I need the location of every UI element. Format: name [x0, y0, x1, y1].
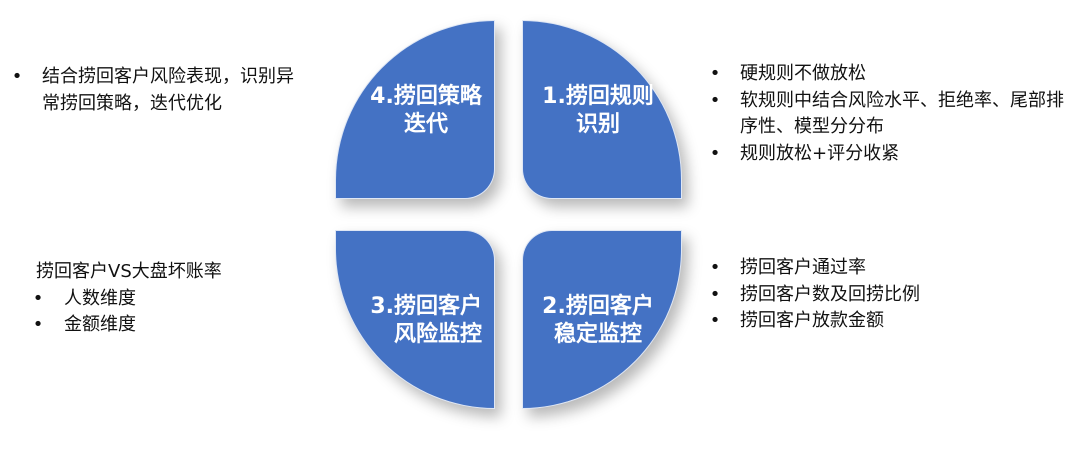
list-item: • 捞回客户放款金额 [705, 308, 1035, 335]
quadrant-label-line1: 2.捞回客户 [542, 294, 654, 319]
list-item-text: 捞回客户放款金额 [740, 310, 884, 331]
note-risk-monitoring: 捞回客户VS大盘坏账率 • 人数维度 • 金额维度 [33, 259, 336, 339]
bullet-icon: • [709, 63, 721, 84]
note-rule-identification: • 硬规则不做放松 • 软规则中结合风险水平、拒绝率、尾部排序性、模型分分布 •… [705, 61, 1075, 167]
list-item: • 金额维度 [33, 312, 336, 339]
list-item-text: 捞回客户数及回捞比例 [740, 283, 920, 305]
note-stability-monitoring: • 捞回客户通过率 • 捞回客户数及回捞比例 • 捞回客户放款金额 [705, 255, 1035, 335]
quadrant-label-line1: 3.捞回客户 [370, 294, 482, 319]
list-item-text: 捞回客户通过率 [740, 257, 866, 278]
note-strategy-iteration: • 结合捞回客户风险表现，识别异常捞回策略，迭代优化 [7, 64, 307, 117]
list-item-text: 硬规则不做放松 [740, 63, 866, 84]
quadrant-4-strategy-iteration: 4.捞回策略 迭代 [335, 20, 495, 199]
list-item-text: 软规则中结合风险水平、拒绝率、尾部排序性、模型分分布 [740, 89, 1064, 138]
quadrant-label: 3.捞回客户 风险监控 [342, 293, 482, 349]
list-item-text: 人数维度 [64, 287, 136, 309]
list-item: • 软规则中结合风险水平、拒绝率、尾部排序性、模型分分布 [705, 88, 1075, 141]
quadrant-label-line1: 4.捞回策略 [370, 84, 482, 109]
list-item: • 捞回客户通过率 [705, 255, 1035, 282]
quadrant-label-line2: 识别 [575, 112, 620, 137]
bullet-icon: • [32, 314, 44, 335]
bullet-icon: • [32, 287, 44, 309]
quadrant-2-stability-monitoring: 2.捞回客户 稳定监控 [522, 230, 682, 409]
quadrant-label-line2: 迭代 [403, 112, 448, 137]
list-item-text: 金额维度 [64, 314, 136, 335]
list-item-text: 规则放松+评分收紧 [740, 142, 900, 164]
list-item: • 结合捞回客户风险表现，识别异常捞回策略，迭代优化 [7, 64, 307, 117]
quadrant-label-line1: 1.捞回规则 [542, 84, 654, 109]
bullet-list: • 硬规则不做放松 • 软规则中结合风险水平、拒绝率、尾部排序性、模型分分布 •… [705, 61, 1075, 167]
quadrant-label: 4.捞回策略 迭代 [356, 83, 496, 139]
note-heading: 捞回客户VS大盘坏账率 [36, 261, 222, 282]
bullet-icon: • [709, 89, 721, 111]
list-item: • 人数维度 [33, 286, 336, 313]
quadrant-3-risk-monitoring: 3.捞回客户 风险监控 [335, 230, 495, 409]
list-item-text: 结合捞回客户风险表现，识别异常捞回策略，迭代优化 [42, 66, 294, 114]
bullet-icon: • [709, 310, 721, 331]
bullet-list: • 结合捞回客户风险表现，识别异常捞回策略，迭代优化 [7, 64, 307, 117]
list-item: • 捞回客户数及回捞比例 [705, 282, 1035, 309]
bullet-icon: • [709, 257, 721, 278]
bullet-icon: • [11, 66, 23, 87]
bullet-list: • 捞回客户通过率 • 捞回客户数及回捞比例 • 捞回客户放款金额 [705, 255, 1035, 335]
bullet-icon: • [709, 142, 721, 164]
quadrant-label: 1.捞回规则 识别 [528, 83, 668, 139]
quadrant-label: 2.捞回客户 稳定监控 [528, 293, 668, 349]
list-item: • 硬规则不做放松 [705, 61, 1075, 88]
bullet-list: • 人数维度 • 金额维度 [33, 286, 336, 339]
quadrant-1-rule-identification: 1.捞回规则 识别 [522, 20, 682, 199]
quadrant-label-line2: 风险监控 [393, 322, 482, 347]
quadrant-label-line2: 稳定监控 [553, 322, 642, 347]
list-item: • 规则放松+评分收紧 [705, 141, 1075, 168]
bullet-icon: • [709, 283, 721, 305]
